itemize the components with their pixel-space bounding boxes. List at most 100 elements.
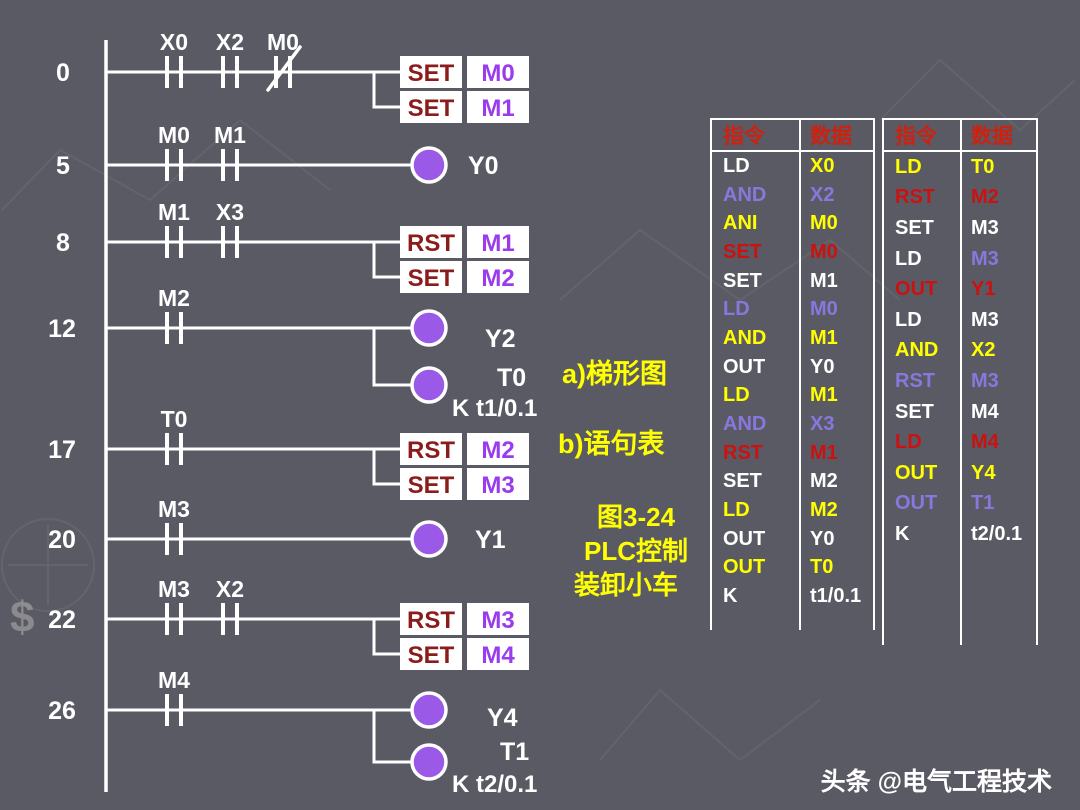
statement-instr-cell: RST bbox=[723, 441, 763, 464]
statement-instr-cell: RST bbox=[895, 369, 935, 392]
rung-12: 12 M2 Y2 T0 K t1/0.1 bbox=[48, 285, 537, 422]
box-op-label: SET bbox=[408, 95, 455, 122]
statement-operand-cell: M3 bbox=[971, 308, 999, 331]
coil-label: Y4 bbox=[487, 704, 518, 732]
statement-operand-cell: M4 bbox=[971, 431, 999, 454]
contact-x2: X2 bbox=[216, 576, 244, 635]
coil-label: Y1 bbox=[475, 526, 506, 554]
statement-instr-cell: SET bbox=[723, 269, 762, 292]
statement-instr-cell: K bbox=[895, 522, 910, 545]
contact-label: M0 bbox=[158, 122, 190, 148]
statement-instr-cell: AND bbox=[723, 183, 767, 206]
statement-instr-cell: AND bbox=[895, 339, 939, 362]
rung-number: 5 bbox=[56, 152, 70, 180]
statement-instr-cell: LD bbox=[723, 499, 750, 522]
statement-operand-cell: M2 bbox=[810, 499, 838, 522]
box-op-label: RST bbox=[407, 230, 455, 257]
caption-ladder-diagram: a)梯形图 bbox=[562, 359, 668, 389]
statement-instr-cell: AND bbox=[723, 413, 767, 436]
rung-number: 8 bbox=[56, 229, 70, 257]
timer-constant-label: K t2/0.1 bbox=[452, 771, 537, 798]
output-coil-y4 bbox=[410, 691, 448, 729]
statement-instr-cell: RST bbox=[895, 186, 935, 209]
statement-instr-cell: OUT bbox=[723, 556, 766, 579]
table-column-divider bbox=[960, 120, 962, 645]
statement-instr-cell: OUT bbox=[723, 527, 766, 550]
operand-box bbox=[467, 433, 529, 465]
statement-row: RST M3 bbox=[884, 366, 1036, 397]
statement-instr-cell: LD bbox=[895, 308, 922, 331]
contact-label: M3 bbox=[158, 496, 190, 522]
contact-m1: M1 bbox=[158, 199, 190, 258]
set-coil-box: SET M1 bbox=[400, 91, 529, 123]
contact-label: M2 bbox=[158, 285, 190, 311]
rung-number: 20 bbox=[48, 526, 76, 554]
set-coil-box: SET M0 bbox=[400, 56, 529, 88]
statement-instr-cell: LD bbox=[723, 154, 750, 177]
rung-26: 26 M4 Y4 T1 K t2/0.1 bbox=[48, 667, 537, 798]
statement-instr-cell: LD bbox=[723, 384, 750, 407]
header-data: 数据 bbox=[971, 125, 1013, 148]
rung-number: 0 bbox=[56, 59, 70, 87]
output-coil-y2 bbox=[410, 309, 448, 347]
statement-operand-cell: Y0 bbox=[810, 355, 835, 378]
rung-number: 17 bbox=[48, 436, 76, 464]
operand-box bbox=[467, 91, 529, 123]
caption-statement-list: b)语句表 bbox=[558, 429, 665, 459]
output-coil-y0 bbox=[410, 146, 448, 184]
statement-row: OUT Y0 bbox=[712, 525, 873, 554]
statement-operand-cell: T1 bbox=[971, 492, 995, 515]
operand-box bbox=[467, 226, 529, 258]
box-op-label: SET bbox=[408, 60, 455, 87]
contact-x3: X3 bbox=[216, 199, 244, 258]
rung-0: 0 X0 X2 M0 SET bbox=[56, 29, 529, 123]
statement-row: LD M3 bbox=[884, 305, 1036, 336]
contact-m3: M3 bbox=[158, 496, 190, 555]
statement-instr-cell: SET bbox=[723, 240, 762, 263]
statement-operand-cell: X2 bbox=[810, 183, 835, 206]
contact-m2: M2 bbox=[158, 285, 190, 344]
statement-operand-cell: M3 bbox=[971, 369, 999, 392]
operand-box bbox=[467, 468, 529, 500]
figure-number: 图3-24 bbox=[597, 502, 676, 532]
contact-label: X0 bbox=[160, 29, 188, 55]
background-pattern bbox=[1, 58, 1076, 762]
rung-8: 8 M1 X3 RST M1 SET bbox=[56, 199, 529, 293]
statement-operand-cell: X3 bbox=[810, 413, 835, 436]
watermark: 头条 @电气工程技术 bbox=[820, 768, 1052, 796]
statement-row: AND X3 bbox=[712, 410, 873, 439]
box-op-label: RST bbox=[407, 437, 455, 464]
statement-instr-cell: SET bbox=[723, 470, 762, 493]
contact-label: M3 bbox=[158, 576, 190, 602]
table-column-divider bbox=[799, 120, 801, 630]
statement-operand-cell: Y4 bbox=[971, 461, 996, 484]
statement-instr-cell: LD bbox=[723, 298, 750, 321]
contact-m4: M4 bbox=[158, 667, 190, 726]
statement-operand-cell: Y0 bbox=[810, 527, 835, 550]
statement-instr-cell: OUT bbox=[895, 278, 938, 301]
contact-label: X3 bbox=[216, 199, 244, 225]
statement-operand-cell: T0 bbox=[971, 155, 995, 178]
timer-constant-label: K t1/0.1 bbox=[452, 395, 537, 422]
contact-label: X2 bbox=[216, 576, 244, 602]
operand-box bbox=[467, 261, 529, 293]
contact-label: M4 bbox=[158, 667, 190, 693]
coil-label: T0 bbox=[497, 364, 526, 392]
contact-label: M1 bbox=[214, 122, 246, 148]
set-coil-box: SET M3 bbox=[400, 468, 529, 500]
statement-instr-cell: OUT bbox=[895, 461, 938, 484]
